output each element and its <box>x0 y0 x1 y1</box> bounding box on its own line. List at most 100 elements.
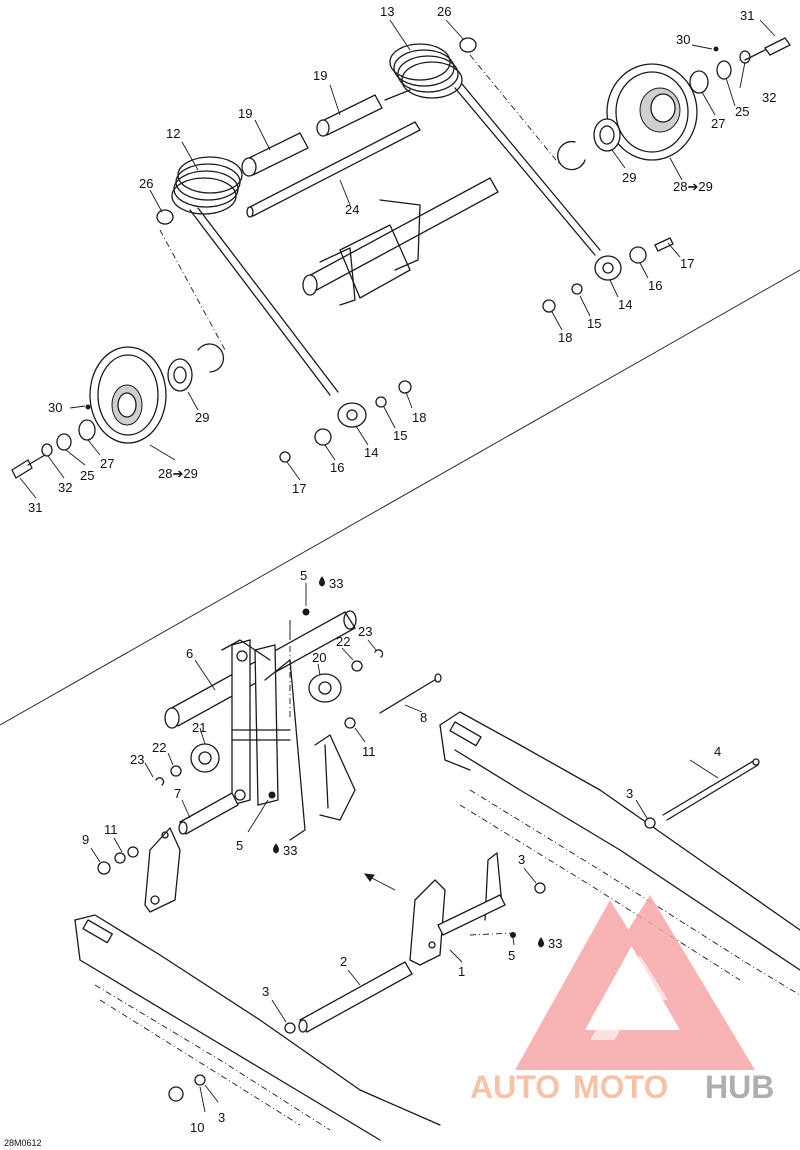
shaft-2 <box>298 961 413 1033</box>
callout-3-lower: 3 <box>262 984 269 999</box>
nut-9 <box>97 861 111 875</box>
washer-26-top <box>459 37 477 53</box>
callout-24: 24 <box>345 202 359 217</box>
bushing-25-right <box>716 60 732 80</box>
callout-6: 6 <box>186 646 193 661</box>
callout-14-left: 14 <box>364 445 378 460</box>
callout-15-right: 15 <box>587 316 601 331</box>
shaft-4 <box>662 758 760 821</box>
pin-30-left <box>85 404 91 410</box>
washer-11-right <box>344 717 356 729</box>
nut-18-right <box>542 299 556 313</box>
arm-end-21 <box>190 743 220 773</box>
callout-5-mid: 5 <box>236 838 243 853</box>
spring-13 <box>384 43 601 256</box>
callout-4: 4 <box>714 744 721 759</box>
callout-25-left: 25 <box>80 468 94 483</box>
bearing-29-left <box>167 358 193 392</box>
automotohub-watermark: AUTO MOTO HUB <box>470 895 774 1105</box>
watermark-text-auto: AUTO <box>470 1069 560 1105</box>
callout-21: 21 <box>192 720 206 735</box>
callouts-bottom: 5 33 6 22 23 20 8 21 22 23 11 4 7 3 11 9… <box>82 568 721 1135</box>
callout-33-top: 33 <box>329 576 343 591</box>
callout-15-left: 15 <box>393 428 407 443</box>
washer-22-lower <box>170 765 182 777</box>
callout-5-lower: 5 <box>508 948 515 963</box>
callout-12: 12 <box>166 126 180 141</box>
washer-15-left <box>375 396 387 408</box>
watermark-text-moto: MOTO <box>573 1069 668 1105</box>
callout-26-left: 26 <box>139 176 153 191</box>
callout-22-upper: 22 <box>336 634 350 649</box>
bottom-assembly <box>74 576 800 1141</box>
callout-25-right: 25 <box>735 104 749 119</box>
callout-14-right: 14 <box>618 297 632 312</box>
callout-3-right: 3 <box>626 786 633 801</box>
bracket-rear <box>314 734 356 821</box>
spacer-16-left <box>314 428 332 446</box>
bolt-17-right <box>654 237 674 252</box>
leaders-top <box>19 19 776 499</box>
callout-19-lower: 19 <box>238 106 252 121</box>
idler-wheel-left <box>89 346 167 444</box>
shaft-8 <box>379 673 442 714</box>
nut-10 <box>168 1086 184 1102</box>
linkage-assembly <box>221 639 306 841</box>
callout-3-bottom: 3 <box>218 1110 225 1125</box>
callout-16-right: 16 <box>648 278 662 293</box>
grease-fitting-5-mid <box>268 791 276 799</box>
nut-18-left <box>398 380 412 394</box>
grease-drop-icon-2 <box>273 843 279 854</box>
callout-23-upper: 23 <box>358 624 372 639</box>
callout-5-top: 5 <box>300 568 307 583</box>
callout-32-right: 32 <box>762 90 776 105</box>
callout-30-right: 30 <box>676 32 690 47</box>
rail-right <box>439 711 800 996</box>
grease-fitting-5-top <box>302 608 310 616</box>
callout-16-left: 16 <box>330 460 344 475</box>
clip-23-lower <box>155 777 165 786</box>
washer-26-left <box>156 209 174 225</box>
sleeve-19-lower <box>241 132 309 177</box>
bolt-31-right <box>744 37 791 61</box>
washer-3-mid <box>534 882 546 894</box>
center-line-right <box>469 54 561 166</box>
washer-3-lower <box>284 1022 296 1034</box>
callout-17-left: 17 <box>292 481 306 496</box>
callout-11-left: 11 <box>104 822 118 837</box>
circlip-left <box>197 343 225 373</box>
callout-22-lower: 22 <box>152 740 166 755</box>
callout-17-right: 17 <box>680 256 694 271</box>
bushing-25-left <box>56 433 72 451</box>
callout-27-right: 27 <box>711 116 725 131</box>
center-line-left <box>159 229 226 351</box>
washer-32-left <box>41 443 53 457</box>
drawing-code: 28M0612 <box>4 1138 42 1148</box>
callout-31-left: 31 <box>28 500 42 515</box>
callout-26-top: 26 <box>437 4 451 19</box>
spacer-16-right <box>629 246 647 264</box>
shaft-7 <box>178 792 239 835</box>
nut-5-lower <box>510 932 516 938</box>
callout-32-left: 32 <box>58 480 72 495</box>
spring-12 <box>171 156 339 396</box>
cross-member-1 <box>409 852 506 966</box>
callout-7: 7 <box>174 786 181 801</box>
washer-22-upper <box>351 660 363 672</box>
callout-33-lower: 33 <box>548 936 562 951</box>
callouts-top: 13 26 31 30 19 19 12 26 24 32 25 27 29 2… <box>28 4 776 515</box>
watermark-text-hub: HUB <box>705 1069 774 1105</box>
section-divider <box>0 269 800 726</box>
circlip-right <box>557 140 586 171</box>
clip-23-upper <box>374 649 384 658</box>
washer-32-right <box>739 50 751 64</box>
bracket-front <box>144 827 181 913</box>
rail-left <box>74 914 441 1141</box>
callout-18-left: 18 <box>412 410 426 425</box>
callout-13: 13 <box>380 4 394 19</box>
washer-3-bottom <box>194 1074 206 1086</box>
callout-33-mid: 33 <box>283 843 297 858</box>
washer-11-a <box>114 852 126 864</box>
arm-end-20 <box>308 673 342 703</box>
